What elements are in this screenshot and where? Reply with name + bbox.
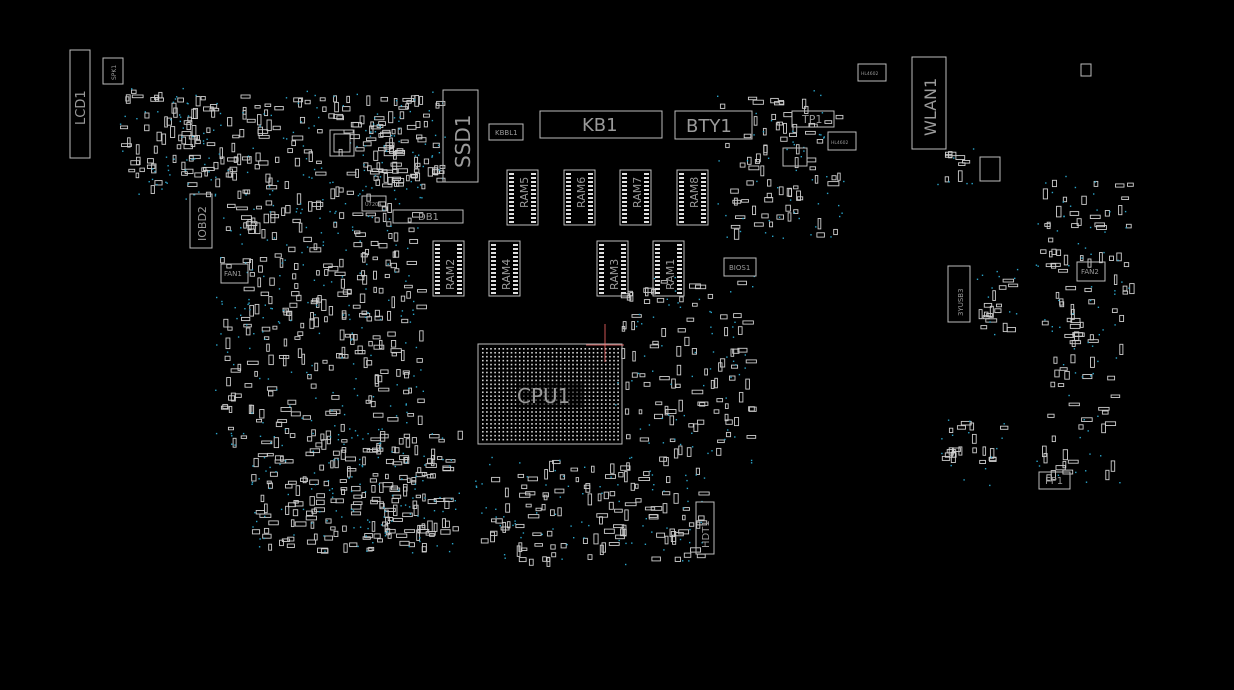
connector-bty1[interactable]: BTY1	[674, 110, 753, 140]
label-ram8: RAM8	[688, 177, 701, 208]
connector-iobd2[interactable]: IOBD2	[189, 193, 213, 249]
chip-ram4[interactable]	[488, 240, 521, 297]
connector-kbbl1[interactable]: KBBL1	[488, 123, 524, 141]
chip-ram7[interactable]	[619, 169, 652, 226]
chip-hl4602-right[interactable]: HL4602	[827, 131, 857, 151]
connector-3yusb3[interactable]: 3YUSB3	[947, 265, 971, 323]
label-ram1: RAM1	[664, 259, 677, 290]
label-ram3: RAM3	[608, 259, 621, 290]
label-3yusb3: 3YUSB3	[957, 288, 965, 316]
chip-ram2[interactable]	[432, 240, 465, 297]
ic-square-top-left[interactable]	[329, 129, 355, 157]
ic-square-far-right[interactable]	[979, 156, 1001, 182]
chip-ram6[interactable]	[563, 169, 596, 226]
connector-db1[interactable]: DB1	[392, 209, 464, 224]
label-kbbl1: KBBL1	[495, 129, 518, 137]
label-kb1: KB1	[582, 115, 618, 136]
label-fp1: FP1	[1045, 476, 1063, 487]
label-ssd1: SSD1	[451, 114, 475, 168]
label-spk1: SPK1	[111, 65, 118, 80]
label-cpu1: CPU1	[517, 384, 570, 408]
label-tp1: TP1	[801, 113, 822, 126]
connector-fp1[interactable]: FP1	[1038, 471, 1071, 490]
connector-kb1[interactable]: KB1	[539, 110, 663, 139]
label-iobd2: IOBD2	[196, 206, 209, 241]
connector-spk1[interactable]: SPK1	[102, 57, 124, 85]
chip-bios1[interactable]: BIOS1	[723, 257, 757, 277]
connector-fan1[interactable]: FAN1	[220, 263, 249, 284]
label-ram4: RAM4	[500, 259, 513, 290]
label-bty1: BTY1	[686, 116, 732, 137]
passive-components-layer	[120, 89, 1135, 567]
chip-u7204[interactable]: U7204	[361, 195, 387, 212]
label-ram7: RAM7	[631, 177, 644, 208]
connector-hdt1[interactable]: HDT1	[695, 501, 715, 555]
label-u7204: U7204	[365, 202, 381, 208]
label-hl4602-right: HL4602	[831, 140, 848, 146]
via-layer	[119, 87, 1130, 566]
chip-ram8[interactable]	[676, 169, 709, 226]
label-fan1: FAN1	[224, 270, 242, 278]
label-ram6: RAM6	[575, 177, 588, 208]
chip-ram3[interactable]	[596, 240, 629, 297]
label-hl4602-top: HL4602	[861, 71, 878, 77]
label-hdt1: HDT1	[701, 520, 712, 548]
connector-fan2[interactable]: FAN2	[1076, 261, 1106, 282]
chip-hl4602-top[interactable]: HL4602	[857, 63, 887, 82]
label-bios1: BIOS1	[729, 264, 750, 272]
connector-lcd1[interactable]: LCD1	[69, 49, 91, 159]
label-db1: DB1	[418, 212, 439, 223]
ram-chips-layer	[432, 169, 709, 297]
connector-tp1[interactable]: TP1	[791, 110, 835, 128]
label-fan2: FAN2	[1081, 268, 1099, 276]
label-lcd1: LCD1	[74, 90, 89, 125]
chip-ram5[interactable]	[506, 169, 539, 226]
label-ram5: RAM5	[518, 177, 531, 208]
label-ram2: RAM2	[444, 259, 457, 290]
cpu1-ball-grid	[482, 348, 619, 441]
label-wlan1: WLAN1	[921, 78, 940, 136]
chip-cpu1[interactable]: CPU1	[477, 343, 623, 445]
small-square-top-right[interactable]	[1080, 63, 1092, 77]
ic-square-right[interactable]	[782, 147, 808, 167]
chip-ram1[interactable]	[652, 240, 685, 297]
connector-wlan1[interactable]: WLAN1	[911, 56, 947, 150]
connector-ssd1[interactable]: SSD1	[442, 89, 479, 183]
